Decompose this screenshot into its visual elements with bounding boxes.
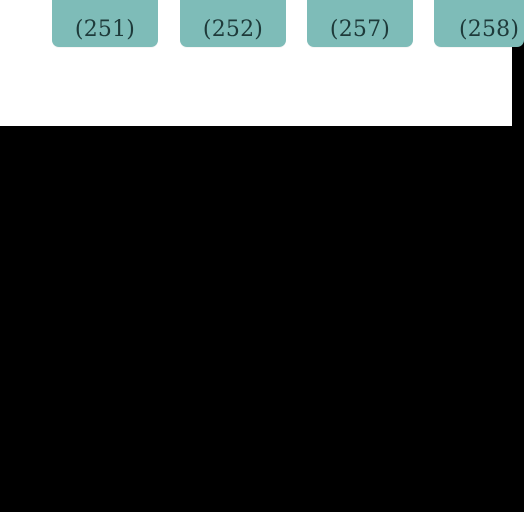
tile-panel: (251) (252) (257) (258) (0, 0, 524, 126)
blank-dark-area (0, 126, 512, 512)
tile-251[interactable]: (251) (52, 0, 158, 47)
tile-258[interactable]: (258) (434, 0, 524, 47)
tile-row: (251) (252) (257) (258) (0, 0, 524, 60)
tile-257[interactable]: (257) (307, 0, 413, 47)
tile-252[interactable]: (252) (180, 0, 286, 47)
